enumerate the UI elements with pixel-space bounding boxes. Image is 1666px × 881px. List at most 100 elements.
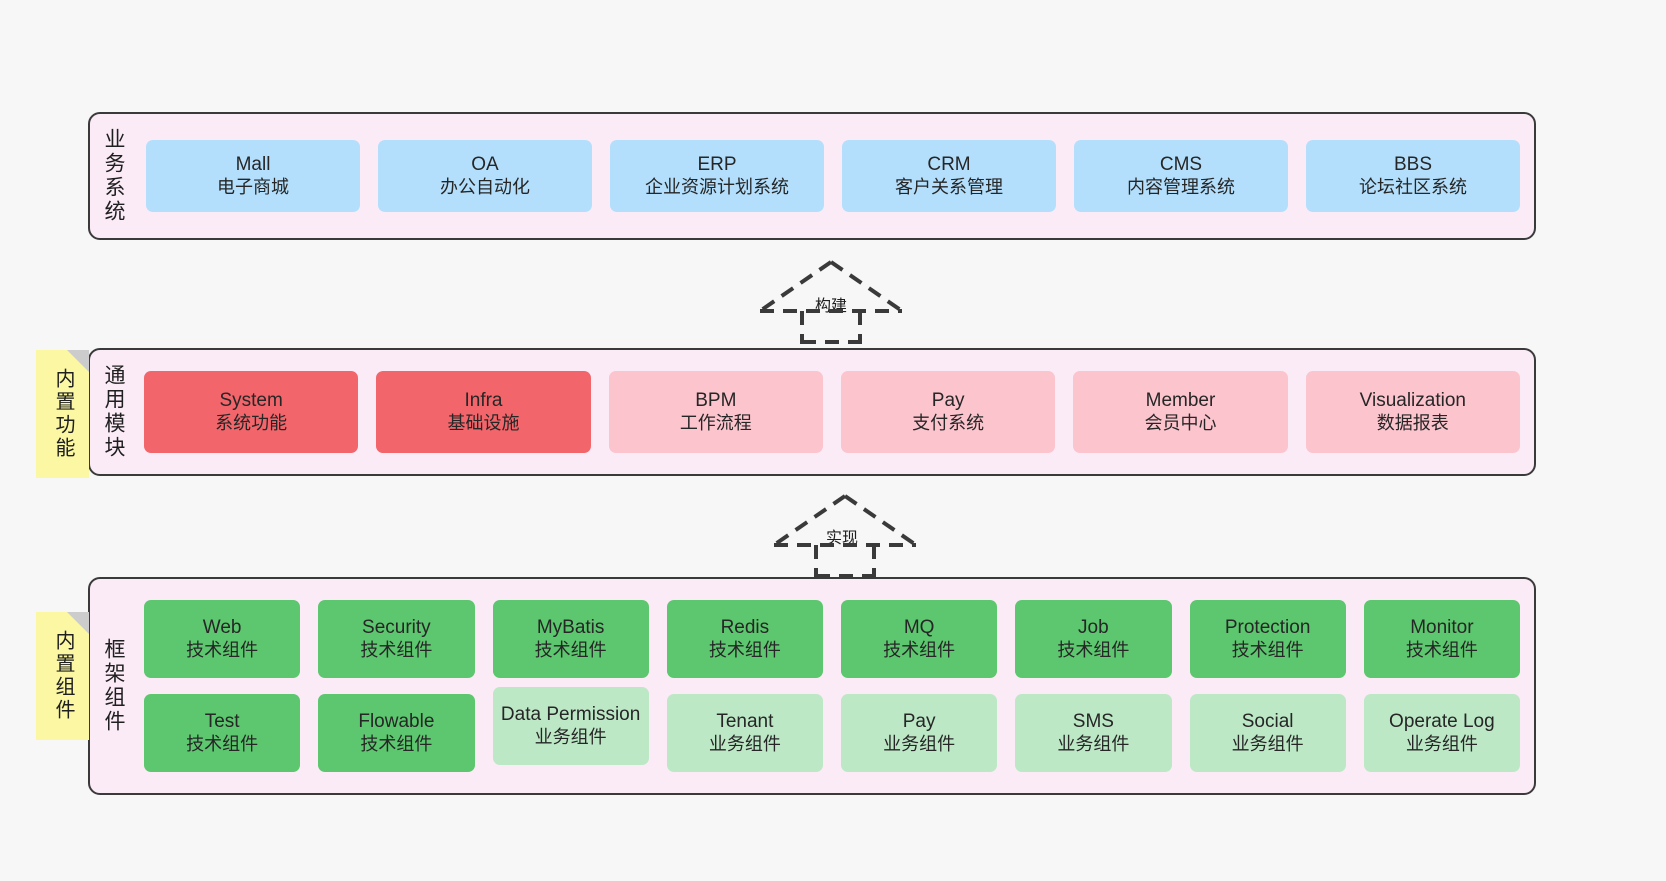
card-subtitle: 企业资源计划系统 — [645, 176, 789, 197]
card-subtitle: 会员中心 — [1144, 412, 1217, 433]
layer-business-system: 业务系统 Mall 电子商城 OA 办公自动化 ERP 企业资源计划系统 CRM… — [88, 112, 1536, 240]
card-sms[interactable]: SMS 业务组件 — [1015, 694, 1172, 772]
card-title: MQ — [903, 617, 935, 639]
card-row-modules: System 系统功能 Infra 基础设施 BPM 工作流程 Pay 支付系统… — [144, 371, 1520, 453]
card-mall[interactable]: Mall 电子商城 — [146, 140, 360, 212]
card-subtitle: 支付系统 — [912, 412, 985, 433]
card-title: Pay — [931, 390, 965, 412]
sticky-note-builtin-function: 内置功能 — [36, 350, 89, 478]
card-oa[interactable]: OA 办公自动化 — [378, 140, 592, 212]
card-subtitle: 电子商城 — [217, 176, 289, 197]
card-infra[interactable]: Infra 基础设施 — [376, 371, 591, 453]
card-subtitle: 业务组件 — [534, 726, 607, 747]
card-subtitle: 系统功能 — [215, 412, 288, 433]
layer-body-common-modules: System 系统功能 Infra 基础设施 BPM 工作流程 Pay 支付系统… — [136, 350, 1534, 474]
card-subtitle: 技术组件 — [186, 733, 259, 754]
card-pay-component[interactable]: Pay 业务组件 — [841, 694, 998, 772]
card-title: Tenant — [716, 711, 774, 733]
card-title: Redis — [720, 617, 770, 639]
card-job[interactable]: Job 技术组件 — [1015, 600, 1172, 678]
card-operate-log[interactable]: Operate Log 业务组件 — [1363, 694, 1520, 772]
card-subtitle: 技术组件 — [1231, 639, 1304, 660]
layer-framework-components: 框架组件 Web 技术组件 Security 技术组件 MyBatis 技术组件… — [88, 577, 1536, 795]
connector-build-arrow — [756, 258, 906, 344]
card-monitor[interactable]: Monitor 技术组件 — [1363, 600, 1520, 678]
card-row-business-components: Test 技术组件 Flowable 技术组件 Data Permission … — [144, 687, 1520, 772]
layer-body-framework-components: Web 技术组件 Security 技术组件 MyBatis 技术组件 Redi… — [136, 579, 1534, 793]
card-title: Test — [204, 711, 240, 733]
card-title: BPM — [695, 390, 737, 412]
card-title: CRM — [927, 154, 971, 176]
card-title: BBS — [1393, 154, 1433, 176]
card-subtitle: 客户关系管理 — [895, 176, 1003, 197]
card-row-business: Mall 电子商城 OA 办公自动化 ERP 企业资源计划系统 CRM 客户关系… — [146, 140, 1520, 212]
card-subtitle: 业务组件 — [1405, 733, 1478, 754]
card-social[interactable]: Social 业务组件 — [1189, 694, 1346, 772]
card-title: Visualization — [1359, 390, 1466, 412]
layer-common-modules: 通用模块 System 系统功能 Infra 基础设施 BPM 工作流程 Pay… — [88, 348, 1536, 476]
card-flowable[interactable]: Flowable 技术组件 — [318, 694, 475, 772]
card-subtitle: 技术组件 — [1057, 639, 1130, 660]
card-title: Monitor — [1410, 617, 1474, 639]
card-title: Member — [1145, 390, 1216, 412]
card-title: Operate Log — [1389, 711, 1495, 733]
card-title: System — [219, 390, 283, 412]
card-mybatis[interactable]: MyBatis 技术组件 — [492, 600, 649, 678]
card-redis[interactable]: Redis 技术组件 — [666, 600, 823, 678]
card-pay-module[interactable]: Pay 支付系统 — [840, 371, 1056, 453]
card-data-permission[interactable]: Data Permission 业务组件 — [492, 687, 649, 765]
card-title: Mall — [235, 154, 271, 176]
layer-title-framework-components: 框架组件 — [102, 638, 126, 734]
card-test[interactable]: Test 技术组件 — [144, 694, 301, 772]
card-subtitle: 业务组件 — [1231, 733, 1304, 754]
card-title: Web — [202, 617, 242, 639]
sticky-note-builtin-component: 内置组件 — [36, 612, 89, 740]
card-subtitle: 业务组件 — [883, 733, 956, 754]
card-row-tech-components: Web 技术组件 Security 技术组件 MyBatis 技术组件 Redi… — [144, 600, 1520, 678]
card-web[interactable]: Web 技术组件 — [144, 600, 301, 678]
card-protection[interactable]: Protection 技术组件 — [1189, 600, 1346, 678]
card-erp[interactable]: ERP 企业资源计划系统 — [610, 140, 824, 212]
card-mq[interactable]: MQ 技术组件 — [841, 600, 998, 678]
layer-body-business-system: Mall 电子商城 OA 办公自动化 ERP 企业资源计划系统 CRM 客户关系… — [136, 114, 1534, 238]
card-bpm[interactable]: BPM 工作流程 — [608, 371, 823, 453]
card-subtitle: 技术组件 — [360, 639, 433, 660]
card-title: Infra — [464, 390, 503, 412]
card-title: MyBatis — [536, 617, 605, 639]
card-subtitle: 技术组件 — [883, 639, 956, 660]
card-title: Data Permission — [500, 704, 641, 726]
card-subtitle: 数据报表 — [1376, 412, 1449, 433]
card-subtitle: 工作流程 — [679, 412, 752, 433]
connector-implement-label: 实现 — [826, 530, 859, 547]
card-title: ERP — [697, 154, 737, 176]
card-title: Job — [1078, 617, 1109, 639]
card-title: Flowable — [358, 711, 435, 733]
card-member[interactable]: Member 会员中心 — [1073, 371, 1288, 453]
card-crm[interactable]: CRM 客户关系管理 — [842, 140, 1056, 212]
card-subtitle: 基础设施 — [447, 412, 520, 433]
connector-implement-arrow — [770, 492, 920, 578]
card-cms[interactable]: CMS 内容管理系统 — [1074, 140, 1288, 212]
card-security[interactable]: Security 技术组件 — [318, 600, 475, 678]
card-title: SMS — [1072, 711, 1114, 733]
card-bbs[interactable]: BBS 论坛社区系统 — [1306, 140, 1520, 212]
card-title: Social — [1241, 711, 1294, 733]
card-subtitle: 技术组件 — [186, 639, 259, 660]
card-system[interactable]: System 系统功能 — [144, 371, 359, 453]
card-title: Protection — [1224, 617, 1311, 639]
card-subtitle: 业务组件 — [1057, 733, 1130, 754]
card-title: CMS — [1159, 154, 1203, 176]
card-subtitle: 技术组件 — [534, 639, 607, 660]
card-subtitle: 办公自动化 — [440, 176, 530, 197]
card-subtitle: 技术组件 — [1405, 639, 1478, 660]
card-visualization[interactable]: Visualization 数据报表 — [1305, 371, 1520, 453]
card-tenant[interactable]: Tenant 业务组件 — [666, 694, 823, 772]
card-title: OA — [471, 154, 499, 176]
layer-title-common-modules: 通用模块 — [102, 364, 126, 460]
card-subtitle: 内容管理系统 — [1127, 176, 1235, 197]
card-title: Security — [362, 617, 431, 639]
card-title: Pay — [902, 711, 936, 733]
layer-title-business-system: 业务系统 — [102, 128, 126, 224]
card-subtitle: 论坛社区系统 — [1359, 176, 1467, 197]
